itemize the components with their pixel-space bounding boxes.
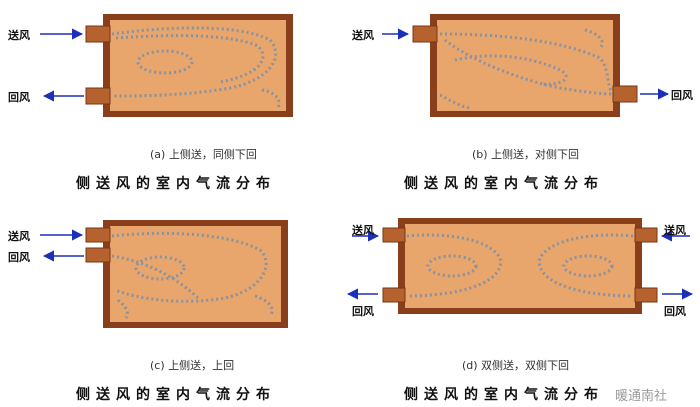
panel-d-supply-duct-right [634, 227, 658, 243]
panel-d-return-duct-left [382, 287, 406, 303]
panel-b-caption: (b) 上侧送，对侧下回 [472, 148, 580, 161]
panel-b-supply-duct [412, 25, 438, 43]
panel-b-airflow [439, 28, 614, 110]
panel-a-airflow [111, 26, 281, 109]
panel-b-title: 侧送风的室内气流分布 [404, 176, 604, 192]
panel-d-return-label-right: 回风 [664, 305, 686, 318]
panel-a-return-duct [85, 87, 111, 105]
panel-d-caption: (d) 双侧送，双侧下回 [462, 359, 570, 372]
panel-b-return-duct [612, 85, 638, 103]
panel-d-airflow [406, 233, 634, 298]
panel-a-return-label: 回风 [8, 91, 30, 104]
panel-b-return-label: 回风 [671, 89, 693, 102]
panel-c-caption: (c) 上侧送，上回 [150, 359, 235, 372]
panel-a-room [40, 14, 293, 117]
panel-c-airflow [111, 231, 274, 319]
panel-a-title: 侧送风的室内气流分布 [76, 176, 276, 192]
panel-d-room [346, 218, 694, 314]
watermark: 暖通南社 [615, 389, 668, 404]
panel-c-title: 侧送风的室内气流分布 [76, 387, 276, 403]
panel-b-supply-label: 送风 [352, 29, 374, 42]
panel-b-room [382, 14, 670, 117]
panel-d-title: 侧送风的室内气流分布 [404, 387, 604, 403]
panel-c-return-duct [85, 247, 111, 263]
panel-a-supply-label: 送风 [8, 29, 30, 42]
panel-c-supply-label: 送风 [8, 230, 30, 243]
panel-a-caption: (a) 上侧送，同侧下回 [150, 148, 257, 161]
panel-d-supply-duct-left [382, 227, 406, 243]
panel-d-return-duct-right [634, 287, 658, 303]
panel-c-return-label: 回风 [8, 251, 30, 264]
panel-a-supply-duct [85, 25, 111, 43]
panel-c-supply-duct [85, 227, 111, 243]
panel-d-supply-label-right: 送风 [664, 224, 686, 237]
panel-c-room [40, 220, 288, 328]
panel-d-supply-label-left: 送风 [352, 224, 374, 237]
panel-d-return-label-left: 回风 [352, 305, 374, 318]
